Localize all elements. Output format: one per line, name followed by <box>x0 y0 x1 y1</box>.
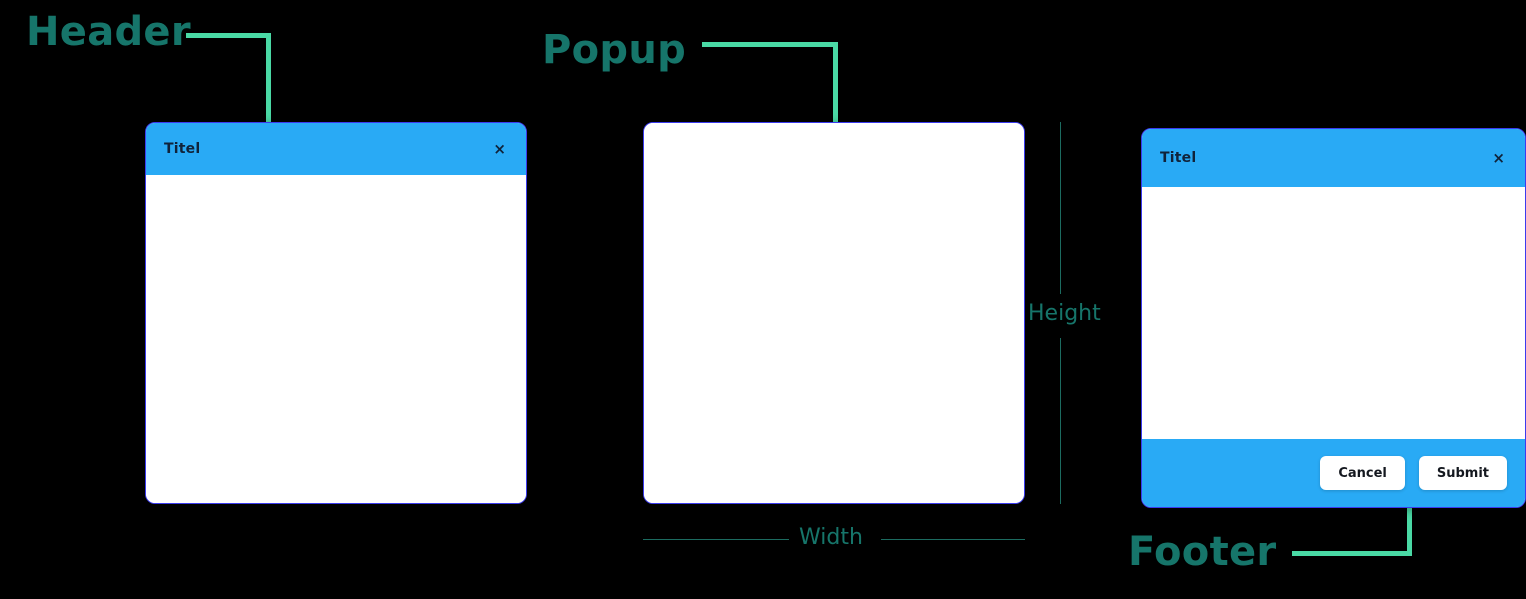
annotation-label-footer: Footer <box>1128 529 1277 575</box>
popup-title: Titel <box>1160 150 1197 166</box>
connector-popup <box>702 42 843 125</box>
width-guide-line-right <box>881 539 1025 540</box>
cancel-button[interactable]: Cancel <box>1320 456 1405 490</box>
popup-body <box>146 175 526 503</box>
popup-body <box>644 123 1024 503</box>
popup-footer: Cancel Submit <box>1142 439 1525 507</box>
connector-header-vertical <box>266 33 271 151</box>
height-measurement-label: Height <box>1028 301 1101 326</box>
width-guide-line-left <box>643 539 789 540</box>
popup-card-footer-variant[interactable]: Titel × Cancel Submit <box>1141 128 1526 508</box>
annotation-label-header: Header <box>26 9 191 55</box>
connector-header-horizontal <box>186 33 271 38</box>
close-icon[interactable]: × <box>1492 148 1505 167</box>
connector-header <box>186 33 276 151</box>
connector-popup-vertical <box>833 42 838 125</box>
popup-card-header-variant[interactable]: Titel × <box>145 122 527 504</box>
close-icon[interactable]: × <box>493 139 506 158</box>
annotation-label-popup: Popup <box>542 27 687 73</box>
connector-footer-horizontal <box>1292 551 1412 556</box>
popup-body <box>1142 187 1525 439</box>
width-measurement-label: Width <box>799 525 863 550</box>
popup-card-plain-variant[interactable] <box>643 122 1025 504</box>
height-guide-line-lower <box>1060 338 1061 504</box>
height-guide-line-upper <box>1060 122 1061 294</box>
popup-header: Titel × <box>1142 129 1525 187</box>
connector-footer-vertical <box>1407 500 1412 556</box>
connector-popup-horizontal <box>702 42 838 47</box>
popup-title: Titel <box>164 141 201 157</box>
submit-button[interactable]: Submit <box>1418 456 1507 490</box>
popup-header: Titel × <box>146 123 526 175</box>
connector-footer <box>1292 500 1417 556</box>
